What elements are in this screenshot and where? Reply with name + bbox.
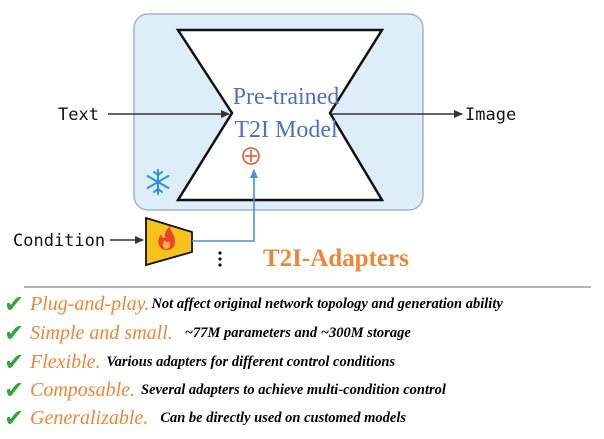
checkmark-icon: ✔ bbox=[4, 376, 25, 404]
model-label-line2: T2I Model bbox=[234, 117, 338, 143]
feature-row: ✔ Composable. Several adapters to achiev… bbox=[4, 378, 446, 402]
feature-description: ~77M parameters and ~300M storage bbox=[184, 324, 411, 341]
add-symbol-icon bbox=[242, 147, 260, 165]
feature-description: Various adapters for different control c… bbox=[106, 353, 396, 370]
flame-icon bbox=[158, 226, 176, 250]
checkmark-icon: ✔ bbox=[4, 348, 25, 376]
feature-row: ✔ Plug-and-play. Not affect original net… bbox=[4, 292, 503, 316]
checkmark-icon: ✔ bbox=[4, 290, 25, 318]
more-adapters-ellipsis bbox=[218, 251, 222, 267]
feature-name: Composable. bbox=[30, 378, 135, 401]
feature-name: Generalizable. bbox=[30, 406, 149, 429]
feature-description: Can be directly used on customed models bbox=[160, 409, 406, 426]
snowflake-icon bbox=[146, 169, 170, 195]
feature-row: ✔ Generalizable. Can be directly used on… bbox=[4, 406, 406, 430]
adapter-connector bbox=[192, 169, 258, 242]
feature-description: Not affect original network topology and… bbox=[151, 295, 503, 312]
text-input-label: Text bbox=[58, 105, 99, 125]
condition-label: Condition bbox=[13, 231, 105, 251]
feature-description: Several adapters to achieve multi-condit… bbox=[141, 381, 446, 398]
checkmark-icon: ✔ bbox=[4, 404, 25, 432]
checkmark-icon: ✔ bbox=[4, 319, 25, 347]
feature-name: Simple and small. bbox=[30, 321, 173, 344]
feature-name: Plug-and-play. bbox=[30, 292, 150, 315]
unet-shape bbox=[175, 28, 385, 202]
feature-row: ✔ Simple and small. ~77M parameters and … bbox=[4, 321, 411, 345]
feature-row: ✔ Flexible. Various adapters for differe… bbox=[4, 350, 395, 374]
model-label-line1: Pre-trained bbox=[233, 84, 340, 110]
feature-name: Flexible. bbox=[30, 350, 101, 373]
output-image-label: Image bbox=[465, 105, 516, 125]
adapters-title: T2I-Adapters bbox=[263, 245, 409, 272]
